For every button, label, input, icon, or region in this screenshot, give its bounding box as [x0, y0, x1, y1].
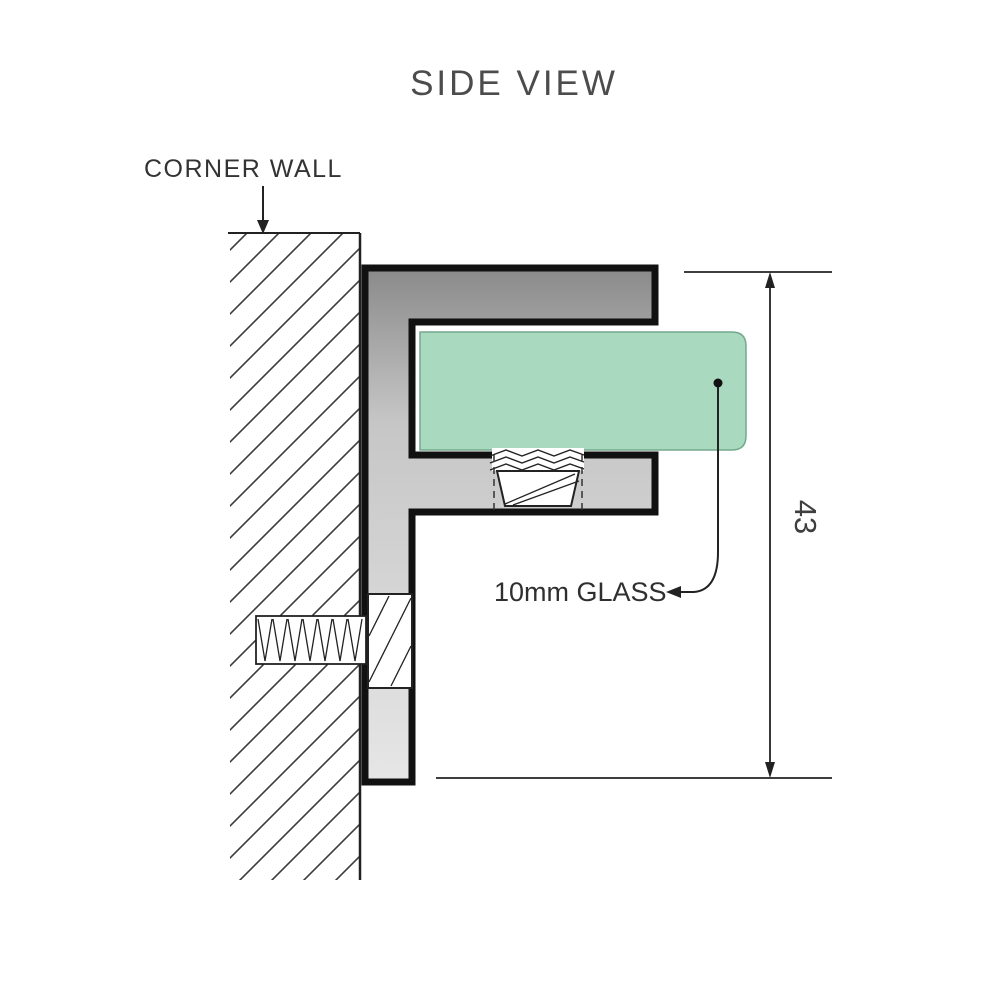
mounting-screw-threads [257, 618, 363, 662]
mounting-screw-hatch-line [368, 595, 390, 637]
mounting-screw [255, 593, 413, 689]
corner-wall-callout: CORNER WALL [144, 155, 343, 234]
dimension-43: 43 [436, 271, 832, 779]
grub-screw-body [495, 470, 581, 507]
dimension-arrowhead-bottom-icon [765, 762, 775, 778]
leader-dot-icon [713, 378, 723, 388]
glass-callout: 10mm GLASS [494, 378, 723, 607]
corner-wall-label: CORNER WALL [144, 155, 343, 183]
dimension-arrowhead-top-icon [765, 272, 775, 288]
grub-screw [489, 448, 585, 512]
grub-screw-hatch-line [504, 473, 576, 505]
grub-screw-hole [492, 448, 584, 471]
bracket-body [361, 264, 659, 786]
glass-panel [419, 331, 747, 451]
grub-screw-thread-line [489, 463, 585, 471]
grub-screw-thread-line [489, 449, 585, 457]
mounting-screw-hatch-line [390, 645, 412, 687]
leader-line [680, 387, 719, 593]
dimension-label: 43 [788, 500, 823, 534]
corner-wall-arrowhead-icon [257, 220, 269, 234]
corner-wall-section [228, 232, 362, 880]
grub-screw-thread-line [489, 456, 585, 464]
grub-screw-hatch-line [512, 480, 580, 506]
mounting-screw-hatch-line [368, 597, 412, 683]
wall-hatching [230, 233, 360, 880]
page-title: SIDE VIEW [410, 64, 618, 103]
glass-label: 10mm GLASS [494, 577, 667, 607]
leader-arrowhead-icon [666, 586, 681, 598]
